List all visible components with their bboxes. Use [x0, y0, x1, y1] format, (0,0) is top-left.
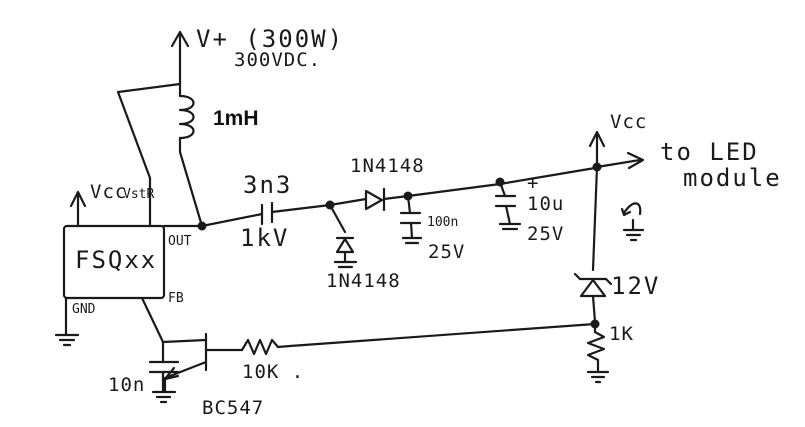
supply-arrow — [170, 30, 190, 64]
vcc-out-arrow — [588, 130, 606, 169]
fsq-ic-body — [62, 224, 166, 300]
supply-label: V+ (300W) — [196, 25, 344, 53]
shunt-diode — [328, 203, 358, 269]
resistor-1k — [586, 322, 610, 384]
capacitor-10n — [148, 340, 180, 404]
resistor-1k-label: 1K — [609, 323, 634, 345]
ic-fb-pin — [140, 296, 165, 344]
ic-fb-label: FB — [168, 291, 184, 306]
capacitor-100n — [399, 194, 423, 245]
shunt-diode-label: 1N4148 — [326, 270, 401, 292]
ic-vcc-label: Vcc — [90, 181, 127, 203]
zener-label: 12V — [611, 272, 660, 300]
cap-100n-rating: 25V — [428, 241, 465, 263]
coupling-capacitor — [200, 201, 332, 228]
transistor-label: BC547 — [202, 397, 264, 419]
series-diode — [328, 187, 410, 212]
to-led-label: to LED — [660, 138, 759, 166]
resistor-10k-label: 10K . — [242, 361, 304, 383]
zener-diode — [573, 272, 613, 324]
cap-100n-value: 100n — [427, 215, 458, 230]
resistor-10k — [220, 338, 292, 356]
return-ground-symbol — [620, 202, 645, 242]
inductor-1mh — [178, 82, 195, 154]
to-led-arrow — [595, 151, 645, 170]
ic-out-label: OUT — [168, 234, 192, 249]
switch-node-wire — [178, 150, 204, 228]
supply-rail — [116, 60, 182, 180]
cap-10u-rating: 25V — [527, 223, 564, 245]
capacitor-10u — [494, 180, 522, 231]
series-diode-label: 1N4148 — [350, 155, 425, 177]
ic-gnd-label: GND — [72, 302, 96, 317]
output-down-wire — [591, 165, 599, 272]
coupling-cap-value: 3n3 — [243, 171, 292, 199]
cap-10u-polarity: + — [527, 172, 539, 194]
supply-voltage-label: 300VDC. — [234, 49, 321, 71]
ic-gnd-pin — [54, 296, 80, 347]
fb-cap-label: 10n — [108, 374, 145, 396]
ic-vstr-label: VstR — [123, 187, 154, 202]
led-module-label: module — [683, 164, 782, 192]
ic-name-label: FSQxx — [75, 246, 157, 274]
ic-vcc-pin — [69, 190, 87, 228]
output-vcc-label: Vcc — [610, 111, 647, 133]
inductor-label: 1mH — [213, 107, 259, 130]
cap-10u-value: 10u — [527, 193, 564, 215]
feedback-wire — [288, 322, 597, 348]
coupling-cap-rating: 1kV — [240, 224, 289, 252]
